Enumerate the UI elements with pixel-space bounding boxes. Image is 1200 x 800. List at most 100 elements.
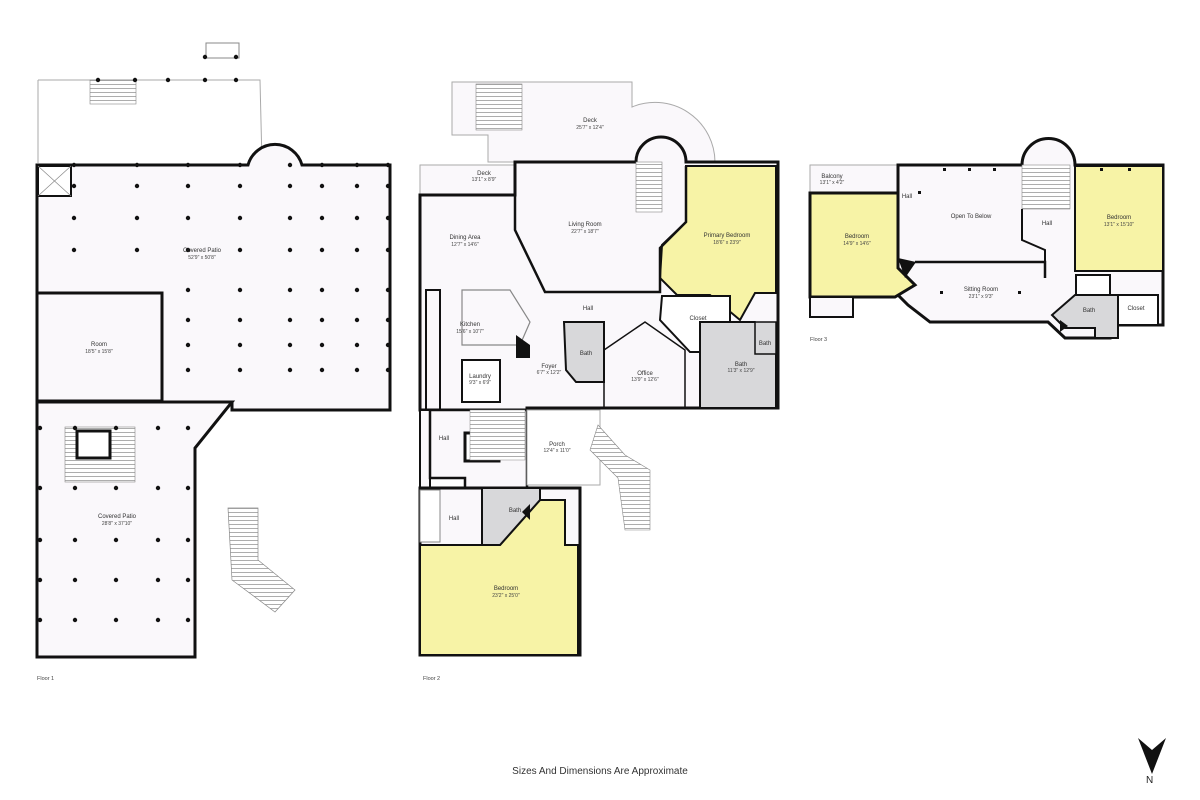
floor3-closet — [1117, 294, 1159, 326]
floor-label: Floor 2 — [423, 676, 440, 682]
room-label-dim: 28'8" x 37'10" — [102, 521, 132, 527]
floor1-deck-stairs — [89, 79, 137, 105]
room-label-name: Primary Bedroom — [704, 233, 751, 239]
floor1-room — [35, 291, 164, 403]
column-dot — [185, 342, 191, 348]
floor3-bedroom-right — [1074, 165, 1164, 272]
column-dot — [237, 367, 243, 373]
room-label-dim: 12'4" x 11'0" — [543, 448, 570, 454]
room-label-name: Hall — [449, 516, 459, 522]
column-dot — [165, 77, 171, 83]
column-dot — [71, 247, 77, 253]
room-label-dim: 6'7" x 12'2" — [537, 370, 562, 376]
column-dot — [185, 617, 191, 623]
column-dot — [185, 577, 191, 583]
column-dot — [237, 342, 243, 348]
room-label-dim: 15'6" x 10'7" — [456, 329, 484, 335]
column-dot — [287, 317, 293, 323]
column-dot — [185, 247, 191, 253]
room-label-name: Living Room — [568, 222, 601, 228]
floor-2: Deck 25'7" x 12'4" Deck 13'1" x 8'9" Din… — [418, 81, 780, 682]
column-dot — [155, 577, 161, 583]
room-label-dim: 13'1" x 8'9" — [472, 177, 497, 183]
room-label-dim: 12'7" x 14'6" — [451, 242, 479, 248]
column-dot — [185, 537, 191, 543]
column-dot — [72, 485, 78, 491]
room-label-name: Foyer — [541, 364, 556, 370]
room-label-dim: 13'1" x 15'10" — [1104, 222, 1134, 228]
room-label-name: Bath — [1083, 308, 1095, 314]
floor1-columns — [37, 54, 391, 623]
north-label: N — [1146, 775, 1154, 786]
room-label-name: Bedroom — [494, 586, 518, 592]
room-label-name: Room — [91, 342, 107, 348]
column-dot — [319, 367, 325, 373]
column-dot — [185, 183, 191, 189]
floor2-bath-lower — [481, 487, 541, 546]
floor-label: Floor 3 — [810, 337, 827, 343]
column-dot — [287, 215, 293, 221]
room-label-dim: 9'3" x 6'9" — [469, 380, 491, 386]
column-dot — [354, 162, 360, 168]
column-dot — [37, 617, 43, 623]
column-dot — [113, 617, 119, 623]
room-label-dim: 23'2" x 25'0" — [492, 593, 520, 599]
floor-3: Balcony 13'1" x 4'2" Hall Open To Below … — [808, 137, 1165, 343]
floor2-laundry — [461, 359, 501, 403]
column-dot — [287, 183, 293, 189]
column-dot — [287, 247, 293, 253]
room-label-name: Hall — [902, 194, 912, 200]
room-label-name: Balcony — [821, 174, 842, 180]
column-dot — [71, 215, 77, 221]
disclaimer-text: Sizes And Dimensions Are Approximate — [512, 766, 688, 777]
column-dot — [134, 247, 140, 253]
room-label-dim: 13'1" x 4'2" — [820, 180, 845, 186]
floor-label: Floor 1 — [37, 676, 54, 682]
floor2-living-stairs — [635, 161, 663, 213]
column-dot — [185, 215, 191, 221]
room-label-name: Hall — [583, 306, 593, 312]
column-dot — [354, 215, 360, 221]
column-dot — [185, 485, 191, 491]
room-label-name: Bath — [735, 362, 747, 368]
column-dot — [319, 287, 325, 293]
column-dot — [71, 183, 77, 189]
room-label-name: Dining Area — [449, 235, 481, 241]
column-dot — [37, 537, 43, 543]
room-label-name: Bath — [509, 508, 521, 514]
column-dot — [237, 287, 243, 293]
room-label-name: Deck — [477, 171, 492, 177]
column-dot — [354, 287, 360, 293]
column-dot — [37, 425, 43, 431]
floor2-porch — [526, 409, 601, 486]
column-dot — [233, 77, 239, 83]
column-dot — [237, 162, 243, 168]
column-dot — [71, 162, 77, 168]
column-dot — [319, 215, 325, 221]
column-dot — [155, 425, 161, 431]
floor2-porch-stairs — [589, 424, 651, 531]
room-label-name: Sitting Room — [964, 287, 998, 293]
column-dot — [233, 54, 239, 60]
room-label-dim: 18'6" x 23'9" — [713, 240, 741, 246]
column-dot — [113, 537, 119, 543]
column-dot — [113, 485, 119, 491]
column-dot — [113, 577, 119, 583]
column-dot — [37, 485, 43, 491]
column-dot — [155, 537, 161, 543]
column-dot — [72, 425, 78, 431]
floor2-bath-small — [562, 321, 605, 383]
column-dot — [287, 367, 293, 373]
room-label-name: Closet — [689, 316, 706, 322]
column-dot — [95, 77, 101, 83]
column-dot — [72, 577, 78, 583]
column-dot — [385, 342, 391, 348]
column-dot — [319, 247, 325, 253]
room-label-dim: 25'7" x 12'4" — [576, 125, 604, 131]
floor-1: Covered Patio 52'9" x 50'8" Room 18'5" x… — [35, 42, 392, 682]
room-label-name: Office — [637, 371, 653, 377]
room-label-name: Hall — [1042, 221, 1052, 227]
column-dot — [155, 617, 161, 623]
column-dot — [385, 247, 391, 253]
